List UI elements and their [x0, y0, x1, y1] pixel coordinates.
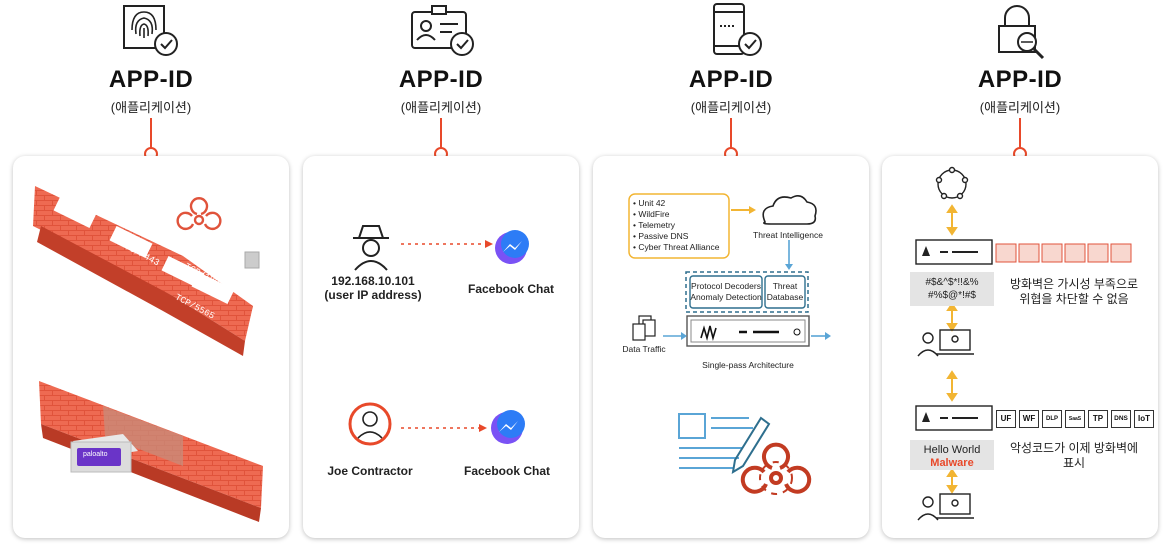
- hello-world-text: Hello World: [923, 444, 981, 456]
- document-pen-icon: [678, 413, 771, 474]
- connector-line: [150, 118, 152, 148]
- connector-line: [1019, 118, 1021, 148]
- connector-line: [730, 118, 732, 148]
- intel-item: • WildFire: [633, 209, 670, 219]
- column-title: APP-ID: [108, 66, 194, 93]
- fingerprint-check-icon: [123, 5, 178, 56]
- column-1: APP-ID (애플리케이션): [13, 0, 289, 551]
- brick-walls-illustration: [33, 186, 263, 522]
- user-ip-note: (user IP address): [324, 288, 422, 302]
- anonymous-user-icon: [353, 225, 389, 271]
- app-label: Facebook Chat: [463, 464, 550, 478]
- column-title: APP-ID: [398, 66, 484, 93]
- column-3: APP-ID (애플리케이션): [593, 0, 869, 551]
- decoders-label: Protocol Decoders: [691, 281, 761, 291]
- user-laptop-icon: [917, 329, 974, 357]
- card-single-pass: • Unit 42 • WildFire • Telemetry • Passi…: [593, 156, 869, 538]
- intel-item: • Cyber Threat Alliance: [633, 242, 720, 252]
- lock-search-icon: [998, 5, 1045, 60]
- obfuscated-text: #%$@*!#$: [928, 290, 976, 301]
- messenger-icon: [495, 230, 529, 264]
- network-globe-icon: [935, 166, 969, 200]
- mobile-check-icon: [713, 3, 762, 56]
- card-decryption: #$&^$*!!&% #%$@*!#$ 방화벽은 가시성 부족으로 위협을 차단…: [882, 156, 1158, 538]
- data-traffic-label: Data Traffic: [622, 344, 666, 354]
- threat-label: Threat: [772, 281, 798, 291]
- tag: DNS: [1111, 410, 1131, 428]
- visibility-note: 위협을 차단할 수 없음: [1019, 292, 1129, 306]
- tag: WF: [1019, 410, 1039, 428]
- column-subtitle: (애플리케이션): [979, 100, 1061, 115]
- database-label: Database: [766, 292, 804, 302]
- intel-list: • Unit 42 • WildFire • Telemetry • Passi…: [633, 198, 719, 253]
- user-laptop-icon: [917, 493, 974, 521]
- tag: DLP: [1042, 410, 1062, 428]
- contractor-avatar: [348, 402, 392, 446]
- security-tags: UF WF DLP SaaS TP DNS IoT: [996, 410, 1154, 428]
- app-label: Facebook Chat: [467, 282, 554, 296]
- data-files-icon: [632, 315, 656, 341]
- appliance-label: paloalto: [83, 451, 108, 458]
- visibility-note: 방화벽은 가시성 부족으로: [1009, 277, 1139, 291]
- connector-line: [440, 118, 442, 148]
- column-title: APP-ID: [977, 66, 1063, 93]
- intel-item: • Telemetry: [633, 220, 676, 230]
- contractor-name: Joe Contractor: [327, 464, 413, 478]
- tag: TP: [1088, 410, 1108, 428]
- column-subtitle: (애플리케이션): [690, 100, 772, 115]
- intel-item: • Unit 42: [633, 198, 666, 208]
- card-user-identification: 192.168.10.101 (user IP address) Faceboo…: [303, 156, 579, 538]
- intel-item: • Passive DNS: [633, 231, 689, 241]
- biohazard-icon: [740, 442, 812, 495]
- column-subtitle: (애플리케이션): [400, 100, 482, 115]
- column-4: APP-ID (애플리케이션): [882, 0, 1158, 551]
- column-title: APP-ID: [688, 66, 774, 93]
- id-card-check-icon: [411, 5, 474, 56]
- tag: IoT: [1134, 410, 1154, 428]
- column-subtitle: (애플리케이션): [110, 100, 192, 115]
- malware-visible-note: 표시: [1062, 456, 1086, 470]
- cloud-icon: [762, 194, 817, 225]
- tag: UF: [996, 410, 1016, 428]
- encrypted-packets: [995, 243, 1132, 263]
- user-ip: 192.168.10.101: [331, 274, 415, 288]
- biohazard-icon: [176, 197, 222, 231]
- malware-text: Malware: [930, 457, 974, 469]
- messenger-icon: [491, 410, 525, 444]
- tag: SaaS: [1065, 410, 1085, 428]
- single-pass-label: Single-pass Architecture: [702, 360, 794, 370]
- card-port-firewall: TCP/80 TCP/443 TCP/188 TCP/5565 paloalto: [13, 156, 289, 538]
- anomaly-label: Anomaly Detection: [690, 292, 762, 302]
- column-2: APP-ID (애플리케이션): [303, 0, 579, 551]
- threat-intel-label: Threat Intelligence: [753, 230, 823, 240]
- obfuscated-text: #$&^$*!!&%: [925, 277, 979, 288]
- malware-visible-note: 악성코드가 이제 방화벽에: [1009, 441, 1139, 455]
